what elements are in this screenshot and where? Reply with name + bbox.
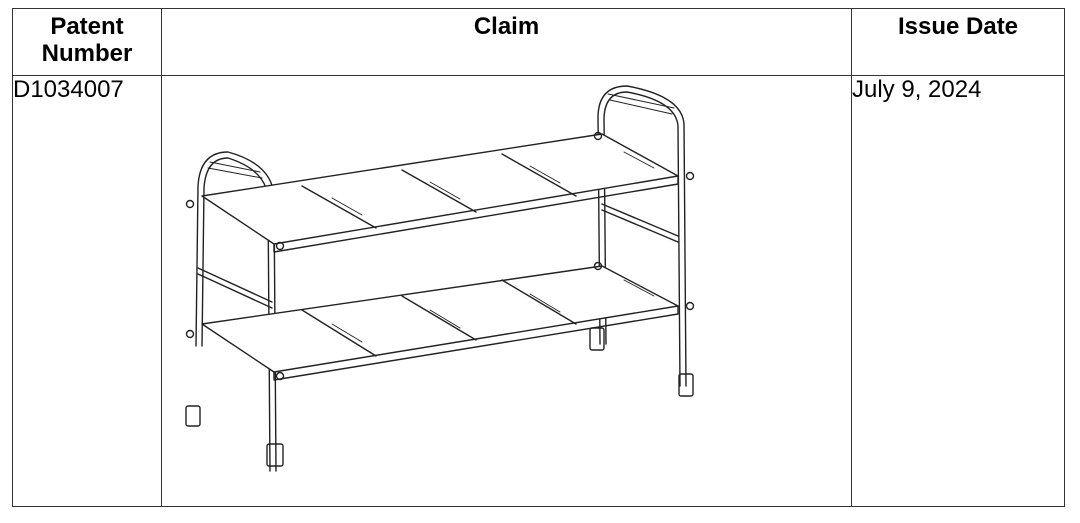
header-claim-label: Claim xyxy=(473,13,540,40)
header-issue-date-label: Issue Date xyxy=(897,13,1019,40)
header-row: Patent Number Claim Issue Date xyxy=(12,8,1065,76)
table-row: D1034007 xyxy=(12,75,1065,507)
header-patent-number: Patent Number xyxy=(12,8,162,76)
claim-cell xyxy=(161,75,852,507)
patent-table: Patent Number Claim Issue Date D1034007 xyxy=(12,8,1065,507)
shoe-rack-drawing xyxy=(185,85,695,472)
header-claim: Claim xyxy=(161,8,852,76)
issue-date-cell: July 9, 2024 xyxy=(851,75,1065,507)
header-patent-number-line1: Patent xyxy=(50,13,124,40)
patent-number-cell: D1034007 xyxy=(12,75,162,507)
header-issue-date: Issue Date xyxy=(851,8,1065,76)
header-patent-number-line2: Number xyxy=(41,40,133,67)
